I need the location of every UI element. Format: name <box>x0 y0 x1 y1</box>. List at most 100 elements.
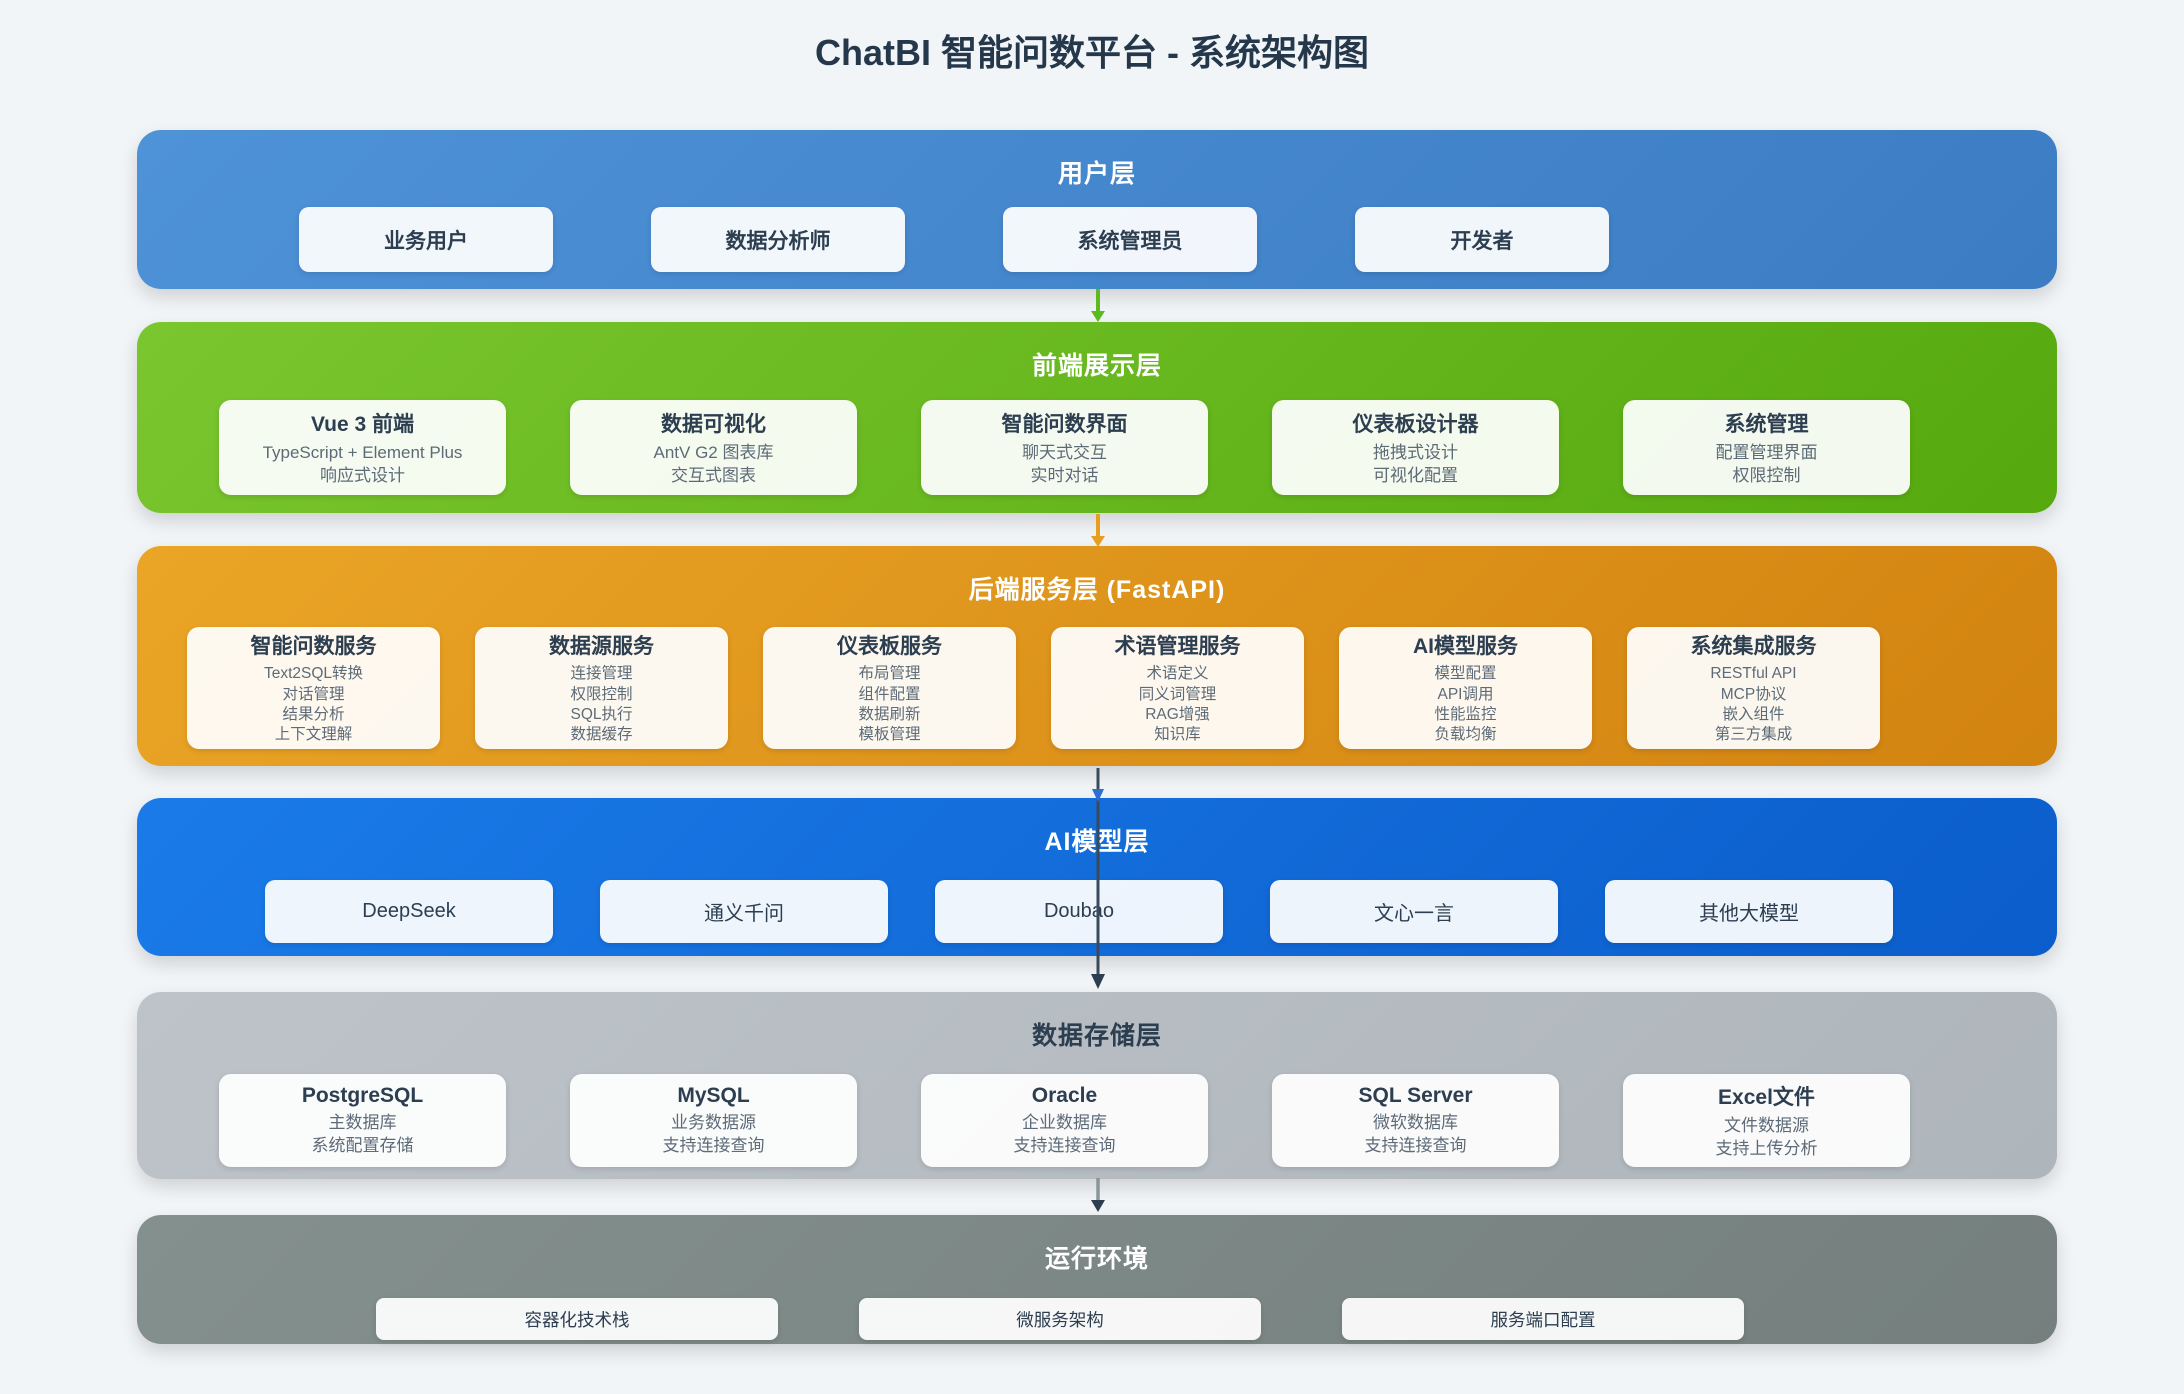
service-card: 仪表板服务布局管理组件配置数据刷新模板管理 <box>763 627 1016 749</box>
card-title: 术语管理服务 <box>1114 635 1241 659</box>
arrow-down-icon <box>1091 514 1105 547</box>
card-subtitle-line: 对话管理 <box>282 685 345 703</box>
layer-backend-title: 后端服务层 (FastAPI) <box>968 576 1226 604</box>
card-subtitle-line: 微软数据库 <box>1373 1113 1458 1133</box>
layer-user-items: 业务用户 数据分析师 系统管理员 开发者 <box>137 207 1609 272</box>
card-subtitle-line: 支持连接查询 <box>1013 1135 1116 1155</box>
card-title: Vue 3 前端 <box>310 413 415 437</box>
card-title: Excel文件 <box>1718 1086 1815 1110</box>
card-title: 智能问数服务 <box>250 635 377 659</box>
service-card: PostgreSQL 主数据库系统配置存储 <box>219 1074 506 1167</box>
card-subtitle-line: 结果分析 <box>282 706 345 723</box>
card-subtitle-line: 支持上传分析 <box>1715 1138 1818 1158</box>
card-subtitle-line: 主数据库 <box>328 1113 397 1133</box>
card-title: PostgreSQL <box>301 1084 424 1108</box>
card-subtitle-line: 负载均衡 <box>1434 726 1497 744</box>
card-title: SQL Server <box>1358 1084 1473 1108</box>
layer-frontend-title: 前端展示层 <box>1031 352 1162 380</box>
card-subtitle-line: 模板管理 <box>858 726 921 744</box>
card-subtitle-line: MCP协议 <box>1720 685 1787 703</box>
item-card: 开发者 <box>1355 207 1609 272</box>
page-title: ChatBI 智能问数平台 - 系统架构图 <box>815 32 1369 73</box>
item-card: 通义千问 <box>600 880 888 943</box>
layer-user: 用户层 业务用户 数据分析师 系统管理员 开发者 <box>137 130 2057 289</box>
layer-ai-models-title: AI模型层 <box>137 798 2057 858</box>
card-subtitle-line: RESTful API <box>1710 665 1797 683</box>
card-subtitle-line: 可视化配置 <box>1373 465 1458 485</box>
service-card: 智能问数界面聊天式交互实时对话 <box>921 400 1208 495</box>
item-card: 微服务架构 <box>859 1298 1261 1340</box>
item-card: DeepSeek <box>265 880 553 943</box>
card-subtitle-line: 系统配置存储 <box>311 1135 414 1155</box>
card-subtitle-line: 组件配置 <box>858 685 921 703</box>
card-subtitle-line: 支持连接查询 <box>1364 1135 1467 1155</box>
card-subtitle-line: 性能监控 <box>1434 706 1497 723</box>
card-title: MySQL <box>677 1084 750 1108</box>
layer-runtime: 运行环境 容器化技术栈微服务架构服务端口配置 <box>137 1215 2057 1344</box>
card-title: 系统集成服务 <box>1690 635 1817 659</box>
card-title: 系统管理 <box>1724 413 1809 437</box>
card-subtitle-line: 布局管理 <box>858 665 921 683</box>
card-subtitle-line: 拖拽式设计 <box>1373 443 1458 463</box>
item-card: 其他大模型 <box>1605 880 1893 943</box>
layer-ai-models-items: DeepSeek 通义千问 Doubao 文心一言其他大模型 <box>137 880 1893 943</box>
layer-runtime-title: 运行环境 <box>1044 1245 1149 1273</box>
service-card: 术语管理服务术语定义同义词管理 RAG增强知识库 <box>1051 627 1304 749</box>
card-subtitle-line: 同义词管理 <box>1138 685 1217 703</box>
service-card: 仪表板设计器拖拽式设计可视化配置 <box>1272 400 1559 495</box>
arrow-down-icon <box>1091 1178 1105 1212</box>
layer-user-title: 用户层 <box>1057 160 1136 188</box>
card-subtitle-line: TypeScript + Element Plus <box>262 443 463 463</box>
layer-runtime-items: 容器化技术栈微服务架构服务端口配置 <box>137 1298 1744 1340</box>
card-subtitle-line: 聊天式交互 <box>1022 443 1107 463</box>
service-card: Excel文件文件数据源支持上传分析 <box>1623 1074 1910 1167</box>
arrow-down-icon <box>1091 289 1105 322</box>
card-subtitle-line: 第三方集成 <box>1714 726 1793 744</box>
card-subtitle-line: 嵌入组件 <box>1722 706 1785 723</box>
service-card: 系统管理配置管理界面权限控制 <box>1623 400 1910 495</box>
item-card: 服务端口配置 <box>1342 1298 1744 1340</box>
service-card: AI模型服务模型配置 API调用性能监控负载均衡 <box>1339 627 1592 749</box>
card-subtitle-line: 支持连接查询 <box>662 1135 765 1155</box>
card-title: 数据可视化 <box>661 413 766 437</box>
card-subtitle-line: 业务数据源 <box>671 1113 756 1133</box>
item-card: Doubao <box>935 880 1223 943</box>
item-card: 文心一言 <box>1270 880 1558 943</box>
card-title: 仪表板服务 <box>837 635 942 659</box>
card-subtitle-line: 配置管理界面 <box>1715 443 1818 463</box>
card-subtitle-line: 连接管理 <box>570 665 633 683</box>
card-title: 数据源服务 <box>549 635 654 659</box>
card-subtitle-line: 企业数据库 <box>1022 1113 1107 1133</box>
card-subtitle-line: 上下文理解 <box>274 726 353 744</box>
card-subtitle-line: RAG增强 <box>1145 706 1210 723</box>
service-card: Oracle 企业数据库支持连接查询 <box>921 1074 1208 1167</box>
item-card: 数据分析师 <box>651 207 905 272</box>
card-subtitle-line: 知识库 <box>1154 726 1201 744</box>
layer-storage-title: 数据存储层 <box>1031 1022 1162 1050</box>
card-title: 仪表板设计器 <box>1352 413 1479 437</box>
card-subtitle-line: API调用 <box>1437 685 1494 703</box>
service-card: SQL Server 微软数据库支持连接查询 <box>1272 1074 1559 1167</box>
card-subtitle-line: 权限控制 <box>1732 465 1801 485</box>
card-subtitle-line: 数据缓存 <box>570 726 633 744</box>
service-card: MySQL 业务数据源支持连接查询 <box>570 1074 857 1167</box>
card-subtitle-line: 文件数据源 <box>1724 1116 1809 1136</box>
card-title: 智能问数界面 <box>1001 413 1128 437</box>
card-subtitle-line: 模型配置 <box>1434 665 1497 683</box>
card-subtitle-line: 响应式设计 <box>320 465 405 485</box>
item-card: 系统管理员 <box>1003 207 1257 272</box>
card-title: Oracle <box>1031 1084 1098 1108</box>
card-title: AI模型服务 <box>1413 635 1518 659</box>
item-card: 业务用户 <box>299 207 553 272</box>
card-subtitle-line: 术语定义 <box>1146 665 1209 683</box>
card-subtitle-line: 实时对话 <box>1030 465 1099 485</box>
